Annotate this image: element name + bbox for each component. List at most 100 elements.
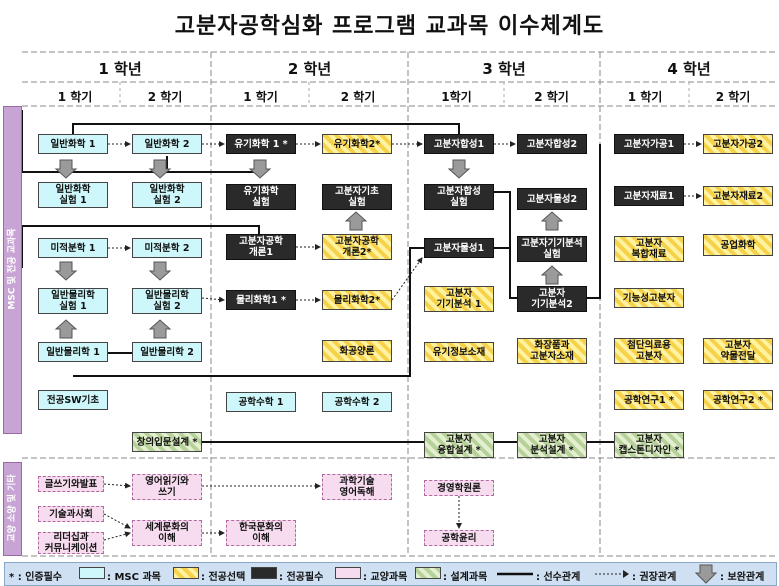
supplementary-arrow [344,211,368,231]
course-box: 화공양론 [322,340,392,362]
course-box: 공학연구2 * [703,390,773,410]
course-box: 고분자합성 실험 [424,184,494,210]
course-box: 일반화학 1 [38,134,108,154]
recommended-arrow [103,482,131,489]
legend-msc-swatch [79,567,105,579]
legend-msc: : MSC 과목 [107,572,161,583]
legend-liberal: : 교양과목 [363,572,408,583]
supplementary-arrow [54,261,78,281]
course-box: 고분자물성2 [517,188,587,210]
supplementary-arrow [540,211,564,231]
year-3-header: 3 학년 [482,60,526,78]
course-box: 공학연구1 * [614,390,684,410]
course-box: 일반물리학 실험 2 [132,288,202,314]
legend-required: : 전공필수 [279,572,324,583]
supplementary-arrow [540,265,564,285]
course-box: 유기화학 실험 [226,184,296,210]
course-box: 첨단의료용 고분자 [614,338,684,364]
legend-supplementary-arrow [695,564,717,584]
semester-header: 2 학기 [534,90,569,104]
course-box: 고분자가공1 [614,134,684,154]
course-box: 기술과사회 [38,506,104,522]
year-1-header: 1 학년 [98,60,142,78]
course-box: 고분자기초 실험 [322,184,392,210]
recommended-arrow [103,531,131,541]
supplementary-arrow [54,319,78,339]
course-box: 기능성고분자 [614,288,684,308]
supplementary-arrow [447,159,471,179]
course-box: 공학윤리 [424,530,494,546]
course-box: 한국문화의 이해 [226,520,296,546]
prereq-line [494,247,517,299]
prereq-line [587,144,601,299]
course-box: 경영학원론 [424,480,494,496]
legend-design-swatch [415,567,441,579]
course-box: 고분자 복합재료 [614,236,684,262]
course-box: 일반물리학 1 [38,342,108,362]
supplementary-arrow [54,159,78,179]
course-box: 고분자가공2 [703,134,773,154]
prereq-line [72,123,460,134]
course-box: 공학수학 1 [226,392,296,412]
course-box: 고분자 기기분석2 [517,286,587,312]
side-bar-liberal [3,462,22,556]
course-box: 영어읽기와 쓰기 [132,474,202,500]
side-label-liberal: 교양 소양 및 기타 [7,474,18,542]
side-bar-major [3,106,22,434]
legend-supplementary: : 보완관계 [720,572,765,583]
course-box: 고분자 분석설계 * [517,432,587,458]
course-box: 고분자합성2 [517,134,587,154]
course-box: 공업화학 [703,234,773,256]
course-box: 유기화학 1 * [226,134,296,154]
course-box: 고분자합성1 [424,134,494,154]
supplementary-arrow [148,159,172,179]
semester-header: 1 학기 [57,90,93,104]
legend-elective: : 전공선택 [201,572,246,583]
legend-elective-swatch [173,567,199,579]
course-box: 고분자공학 개론1 [226,234,296,260]
course-box: 물리화학1 * [226,290,296,310]
legend-required-swatch [251,567,277,579]
legend: * : 인증필수 : MSC 과목 : 전공선택 : 전공필수 : 교양과목 :… [4,562,777,586]
course-box: 창의입문설계 * [132,432,202,452]
course-box: 고분자기기분석 실험 [517,236,587,262]
course-box: 일반화학 2 [132,134,202,154]
semester-header: 1 학기 [243,90,278,104]
course-box: 전공SW기초 [38,390,108,410]
legend-recommended: : 권장관계 [632,572,677,583]
course-box: 고분자물성1 [424,238,494,258]
recommended-arrow [103,513,131,529]
course-box: 공학수학 2 [322,392,392,412]
course-box: 고분자 캡스톤디자인 * [614,432,684,458]
course-box: 고분자 기기분석 1 [424,286,494,312]
course-box: 물리화학2* [322,290,392,310]
course-box: 일반화학 실험 1 [38,182,108,208]
course-box: 고분자공학 개론2* [322,234,392,260]
year-4-header: 4 학년 [667,60,711,78]
supplementary-arrow [148,319,172,339]
course-box: 일반물리학 실험 1 [38,288,108,314]
side-label-major: MSC 및 전공 교과목 [7,228,18,310]
course-box: 고분자재료1 [614,186,684,206]
course-box: 일반물리학 2 [132,342,202,362]
page-title: 고분자공학심화 프로그램 교과목 이수체계도 [174,14,605,39]
course-box: 미적분학 2 [132,238,202,258]
course-box: 미적분학 1 [38,238,108,258]
course-box: 과학기술 영어독해 [322,474,392,500]
course-box: 유기정보소재 [424,342,494,362]
legend-required-mark: * : 인증필수 [9,572,62,583]
semester-header: 1 학기 [627,90,663,104]
course-box: 세계문화의 이해 [132,520,202,546]
legend-liberal-swatch [335,567,361,579]
prereq-line [73,247,424,377]
course-box: 유기화학2* [322,134,392,154]
year-2-header: 2 학년 [287,60,332,78]
supplementary-arrow [148,261,172,281]
legend-design: : 설계과목 [443,572,488,583]
semester-header: 2 학기 [340,90,376,104]
semester-header: 1학기 [441,90,472,104]
course-box: 리더십과 커뮤니케이션 [38,532,104,554]
course-box: 고분자재료2 [703,186,773,206]
course-box: 고분자 융합설계 * [424,432,494,458]
prereq-line [494,191,511,298]
